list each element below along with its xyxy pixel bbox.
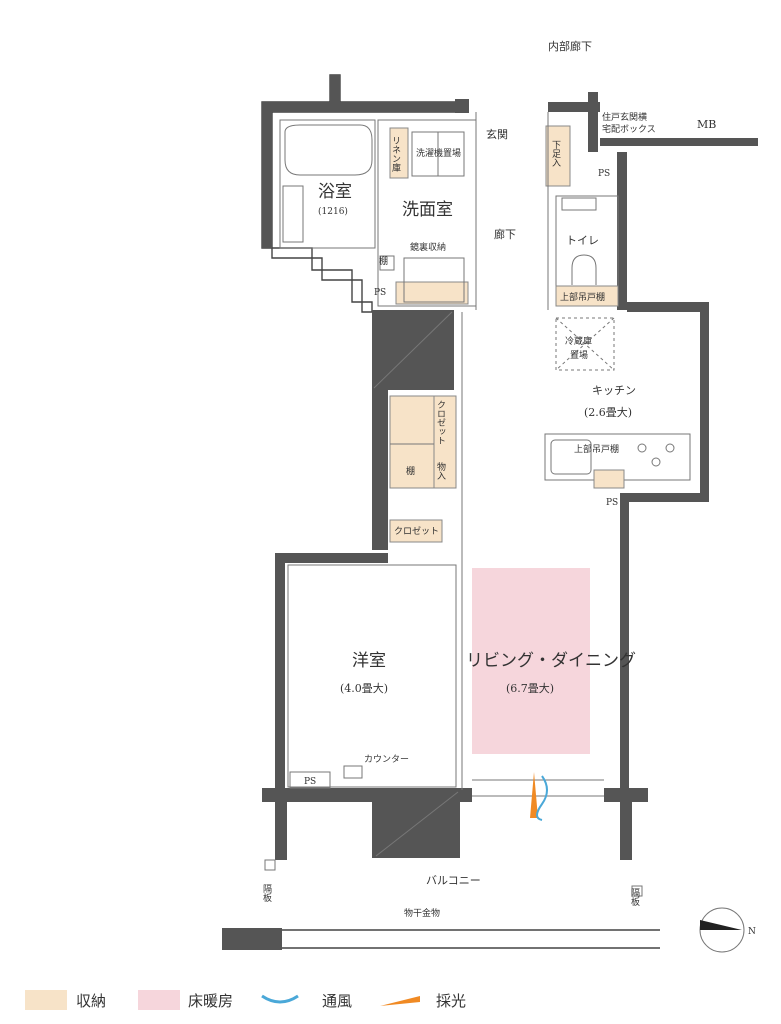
label-hallway: 廊下: [494, 227, 516, 241]
legend-label-storage: 収納: [76, 992, 106, 1010]
legend-triangle-icon: [380, 996, 420, 1006]
label-entrance: 玄関: [486, 127, 508, 141]
label-north: N: [748, 927, 756, 937]
legend-swatch-floorheat: [138, 990, 180, 1010]
label-fridge-1: 冷蔵庫: [565, 335, 592, 347]
legend-label-floorheat: 床暖房: [188, 992, 233, 1010]
label-drying-rack: 物干金物: [404, 907, 440, 919]
label-upper-cabinet-toilet: 上部吊戸棚: [560, 291, 605, 303]
label-delivery-box-2: 宅配ボックス: [602, 123, 656, 135]
label-partition-right: 隔板: [629, 888, 640, 907]
label-inner-corridor: 内部廊下: [548, 39, 592, 53]
room-outlines: [264, 112, 745, 953]
vertical-labels: リネン庫 下足入 クロゼット 物入 棚 隔板 隔板: [261, 136, 640, 907]
label-toilet: トイレ: [566, 234, 599, 247]
label-washroom: 洗面室: [402, 200, 453, 220]
label-storage: 物入: [435, 461, 446, 480]
label-ps-kitchen: PS: [606, 498, 618, 508]
label-living: リビング・ダイニング: [466, 651, 636, 671]
label-counter: カウンター: [364, 754, 409, 765]
label-living-size: (6.7畳大): [506, 681, 554, 695]
label-partition-left: 隔板: [261, 884, 272, 903]
legend-swatch-storage: [25, 990, 67, 1010]
legend: 収納 床暖房 通風 採光: [25, 990, 466, 1010]
legend-label-ventilation: 通風: [322, 992, 352, 1010]
label-kitchen-size: (2.6畳大): [584, 405, 632, 419]
label-mb: MB: [697, 118, 716, 131]
legend-label-lighting: 採光: [436, 992, 466, 1010]
label-delivery-box-1: 住戸玄関横: [602, 111, 647, 123]
label-bath: 浴室: [318, 182, 352, 202]
room-labels: 内部廊下 玄関 住戸玄関横 宅配ボックス MB PS 浴室 (1216) 洗濯機…: [304, 39, 756, 937]
label-shoe-storage: 下足入: [550, 140, 561, 167]
label-western-room: 洋室: [352, 651, 386, 671]
label-ps-western: PS: [304, 777, 316, 787]
legend-wave-icon: [261, 994, 299, 1004]
label-shelf: 棚: [406, 465, 415, 477]
label-washer: 洗濯機置場: [416, 147, 461, 159]
label-shelf-small: 棚: [377, 255, 388, 266]
label-linen: リネン庫: [390, 136, 401, 173]
label-balcony: バルコニー: [426, 874, 481, 887]
label-closet-vertical: クロゼット: [435, 400, 446, 445]
label-kitchen: キッチン: [592, 384, 636, 397]
label-western-size: (4.0畳大): [340, 681, 388, 695]
label-bath-size: (1216): [318, 206, 348, 217]
outer-walls: [222, 74, 758, 950]
label-upper-cabinet-kitchen: 上部吊戸棚: [574, 443, 619, 455]
label-ps-entrance: PS: [598, 169, 610, 179]
label-ps-wash: PS: [374, 288, 386, 298]
label-fridge-2: 置場: [570, 349, 588, 361]
label-mirror: 鏡裏収納: [410, 241, 446, 253]
label-closet-2: クロゼット: [394, 525, 439, 537]
